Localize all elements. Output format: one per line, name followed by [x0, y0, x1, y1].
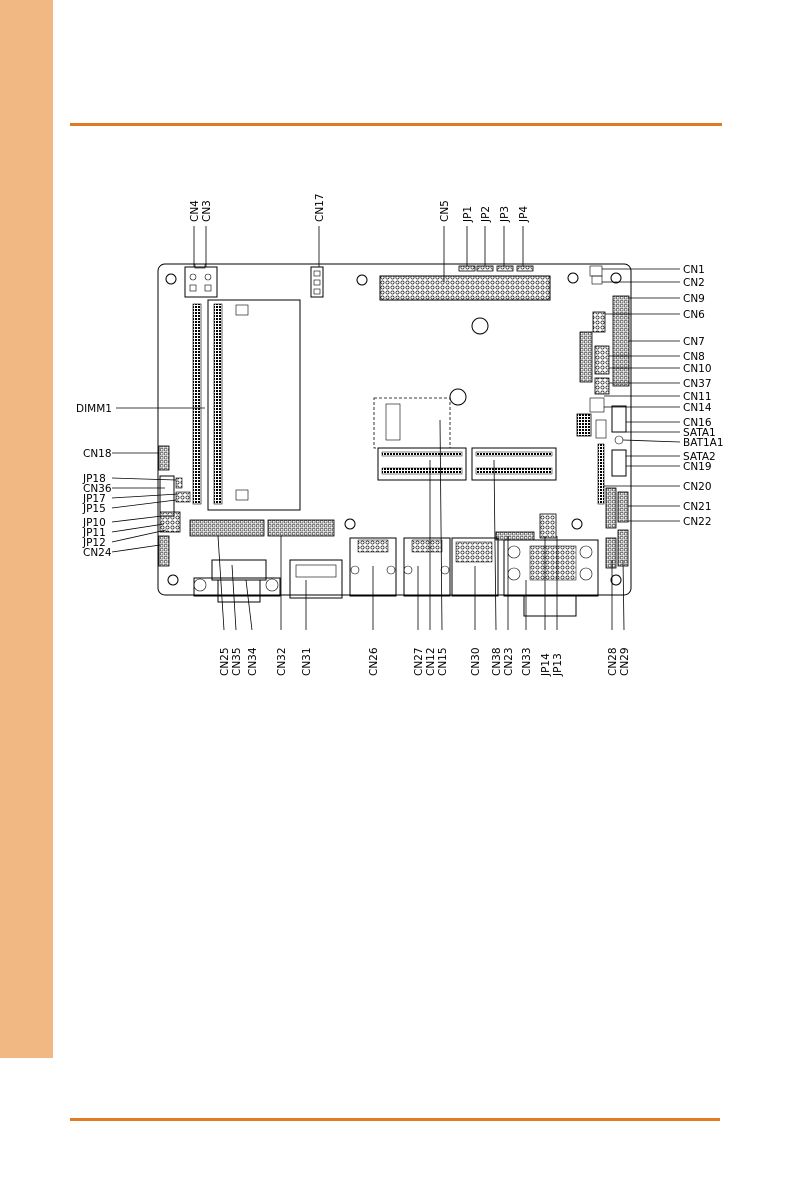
- right-edge-connectors: [577, 266, 629, 568]
- label-cn35: CN35: [231, 647, 243, 676]
- left-edge-headers: [159, 446, 190, 566]
- cn33-connector-block: [496, 514, 598, 616]
- label-cn31: CN31: [301, 647, 313, 676]
- label-cn24: CN24: [83, 547, 112, 559]
- bottom-labels: CN25 CN35 CN34 CN32 CN31 CN26 CN27 CN12 …: [219, 647, 631, 677]
- label-cn2: CN2: [683, 277, 705, 289]
- label-cn33: CN33: [521, 647, 533, 676]
- card-slot: [374, 398, 450, 448]
- label-cn28: CN28: [607, 647, 619, 676]
- cn5-pin-header: [380, 276, 550, 300]
- board-outline: [158, 264, 631, 595]
- label-cn25: CN25: [219, 647, 231, 676]
- label-dimm1: DIMM1: [76, 403, 112, 415]
- left-labels: DIMM1 CN18 JP18 CN36 JP17 JP15 JP10 JP11…: [76, 403, 112, 559]
- label-jp2: JP2: [480, 206, 492, 223]
- label-cn12: CN12: [425, 647, 437, 676]
- jp1-jp4-jumpers: [459, 266, 533, 271]
- label-cn10: CN10: [683, 363, 712, 375]
- label-cn3: CN3: [201, 200, 213, 222]
- label-cn29: CN29: [619, 647, 631, 676]
- label-cn19: CN19: [683, 461, 712, 473]
- label-cn30: CN30: [470, 647, 482, 676]
- label-cn14: CN14: [683, 402, 712, 414]
- top-labels: CN4 CN3 CN17 CN5 JP1 JP2 JP3 JP4: [189, 193, 530, 223]
- label-cn20: CN20: [683, 481, 712, 493]
- label-cn8: CN8: [683, 351, 705, 363]
- right-labels: CN1 CN2 CN9 CN6 CN7 CN8 CN10 CN37 CN11 C…: [683, 264, 724, 528]
- label-cn23: CN23: [503, 647, 515, 676]
- label-jp4: JP4: [518, 206, 530, 223]
- label-jp13: JP13: [552, 653, 564, 677]
- cn4-cn3-power-connector: [185, 264, 217, 297]
- label-jp3: JP3: [499, 206, 511, 223]
- label-cn38: CN38: [491, 647, 503, 676]
- label-cn1: CN1: [683, 264, 705, 276]
- label-cn21: CN21: [683, 501, 712, 513]
- cn27-lan-port: [404, 538, 450, 596]
- label-cn34: CN34: [247, 647, 259, 676]
- cn31-connector: [290, 560, 342, 598]
- label-cn15: CN15: [437, 647, 449, 676]
- label-cn17: CN17: [314, 193, 326, 222]
- label-cn22: CN22: [683, 516, 712, 528]
- dimm1-slot: [193, 300, 300, 510]
- mini-pcie-slots: [378, 448, 556, 480]
- label-cn37: CN37: [683, 378, 712, 390]
- label-cn7: CN7: [683, 336, 705, 348]
- label-cn5: CN5: [439, 200, 451, 222]
- cn17-connector: [311, 267, 323, 297]
- label-jp1: JP1: [462, 206, 474, 223]
- label-cn9: CN9: [683, 293, 705, 305]
- label-bat1a1: BAT1A1: [683, 437, 724, 449]
- label-cn6: CN6: [683, 309, 705, 321]
- label-cn18: CN18: [83, 448, 112, 460]
- label-cn32: CN32: [276, 647, 288, 676]
- label-jp14: JP14: [540, 653, 552, 677]
- label-cn4: CN4: [189, 200, 201, 222]
- label-jp15: JP15: [82, 503, 106, 515]
- top-leaders: [194, 226, 523, 282]
- label-cn26: CN26: [368, 647, 380, 676]
- bottom-left-io: [190, 520, 334, 602]
- label-cn27: CN27: [413, 647, 425, 676]
